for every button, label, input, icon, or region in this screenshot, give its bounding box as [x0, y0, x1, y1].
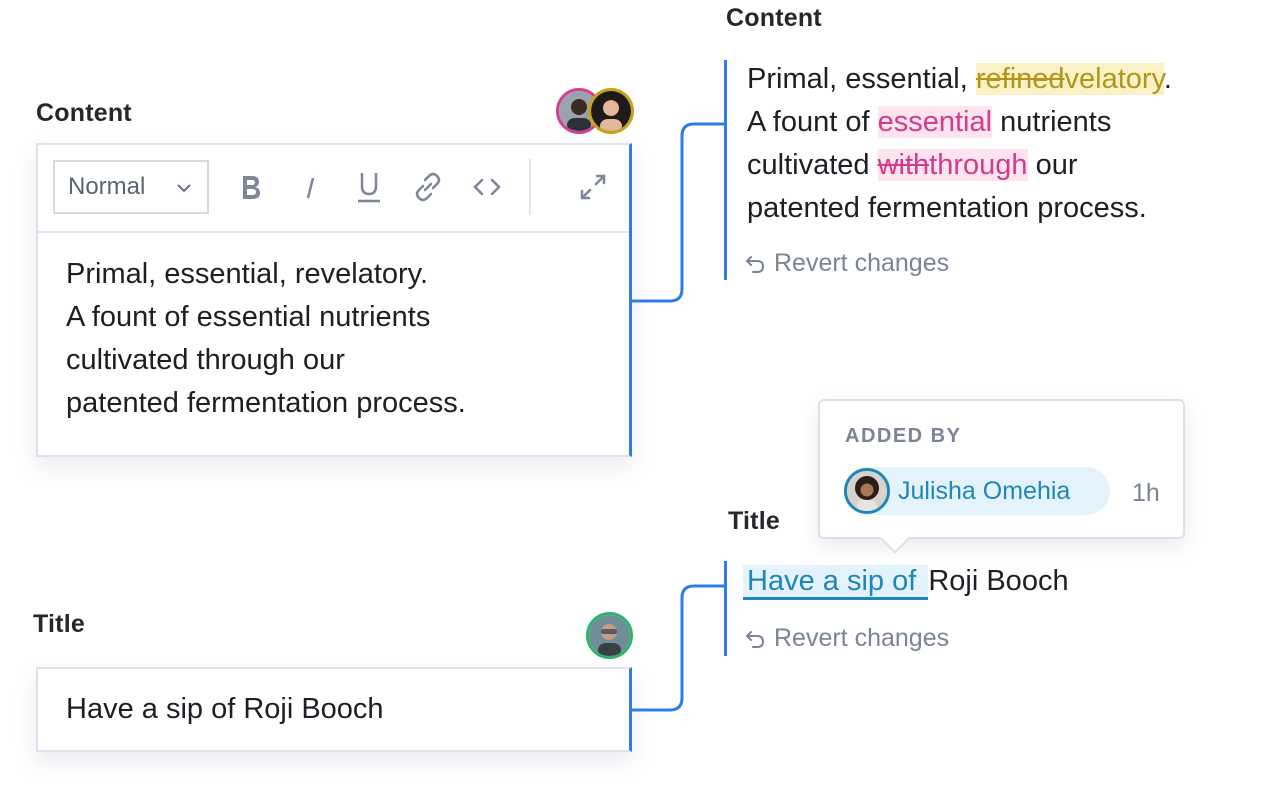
tooltip-timestamp: 1h: [1132, 479, 1160, 507]
editor-toolbar: Normal: [38, 145, 629, 233]
undo-icon: [745, 630, 765, 648]
title-input-value: Have a sip of Roji Booch: [66, 693, 384, 725]
user-avatar: [844, 468, 890, 514]
person-icon: [589, 615, 630, 656]
diff-line-1: Primal, essential, refinedvelatory.: [747, 63, 1172, 95]
code-icon: [473, 178, 501, 196]
revert-content-button[interactable]: Revert changes: [744, 249, 949, 278]
diff-content-rule: [724, 60, 727, 280]
collaborator-avatar-2[interactable]: [588, 88, 634, 134]
underline-button[interactable]: [351, 169, 387, 205]
revert-title-button[interactable]: Revert changes: [744, 624, 949, 653]
editor-line: A fount of essential nutrients: [66, 301, 431, 333]
undo-icon: [745, 255, 765, 273]
person-icon: [591, 91, 631, 131]
expand-icon: [580, 174, 606, 200]
bold-button[interactable]: [233, 169, 269, 205]
bold-icon: [243, 176, 260, 199]
tooltip-caret: [879, 522, 911, 554]
diff-title-text: Have a sip of Roji Booch: [743, 560, 1069, 603]
user-chip[interactable]: Julisha Omehia: [844, 467, 1110, 515]
collaborator-avatar-3[interactable]: [586, 612, 633, 659]
diff-line-2: A fount of essential nutrients: [747, 106, 1112, 138]
link-icon: [415, 172, 441, 202]
italic-icon: [306, 174, 315, 199]
diff-title-rule: [724, 561, 727, 656]
revert-label: Revert changes: [774, 624, 950, 652]
content-field-label: Content: [36, 99, 132, 127]
inserted-text[interactable]: Have a sip of: [743, 565, 929, 600]
editor-line: cultivated through our: [66, 344, 345, 376]
title-field-label: Title: [33, 610, 85, 638]
editor-line: patented fermentation process.: [66, 387, 466, 419]
inserted-text[interactable]: essential: [877, 106, 993, 138]
added-by-tooltip: ADDED BY Julisha Omehia 1h: [818, 399, 1185, 554]
revert-label: Revert changes: [774, 249, 950, 277]
diff-line-3: cultivated withthrough our: [747, 149, 1078, 181]
code-button[interactable]: [469, 169, 505, 205]
inserted-text[interactable]: through: [929, 149, 1028, 181]
diff-content-label: Content: [726, 4, 822, 32]
editor-content[interactable]: Primal, essential, revelatory. A fount o…: [66, 253, 466, 425]
underline-icon: [358, 173, 380, 203]
chevron-down-icon: [177, 184, 191, 193]
editor-line: Primal, essential, revelatory.: [66, 258, 429, 290]
text-style-value: Normal: [68, 173, 146, 200]
rich-text-editor[interactable]: Normal: [36, 143, 632, 457]
diff-title-label: Title: [728, 507, 780, 535]
deleted-text[interactable]: with: [877, 149, 930, 181]
diff-content-text: Primal, essential, refinedvelatory. A fo…: [747, 58, 1172, 230]
link-button[interactable]: [410, 169, 446, 205]
deleted-text[interactable]: refined: [975, 63, 1065, 95]
inserted-text[interactable]: velatory: [1064, 63, 1164, 95]
person-icon: [847, 471, 887, 511]
italic-button[interactable]: [292, 169, 328, 205]
connector-lines: [632, 122, 726, 712]
text-style-select[interactable]: Normal: [53, 160, 209, 214]
title-input[interactable]: Have a sip of Roji Booch: [36, 667, 632, 752]
diff-line-4: patented fermentation process.: [747, 192, 1147, 224]
expand-button[interactable]: [575, 169, 611, 205]
tooltip-heading: ADDED BY: [845, 425, 962, 447]
toolbar-divider: [529, 159, 531, 215]
user-name: Julisha Omehia: [898, 476, 1071, 505]
